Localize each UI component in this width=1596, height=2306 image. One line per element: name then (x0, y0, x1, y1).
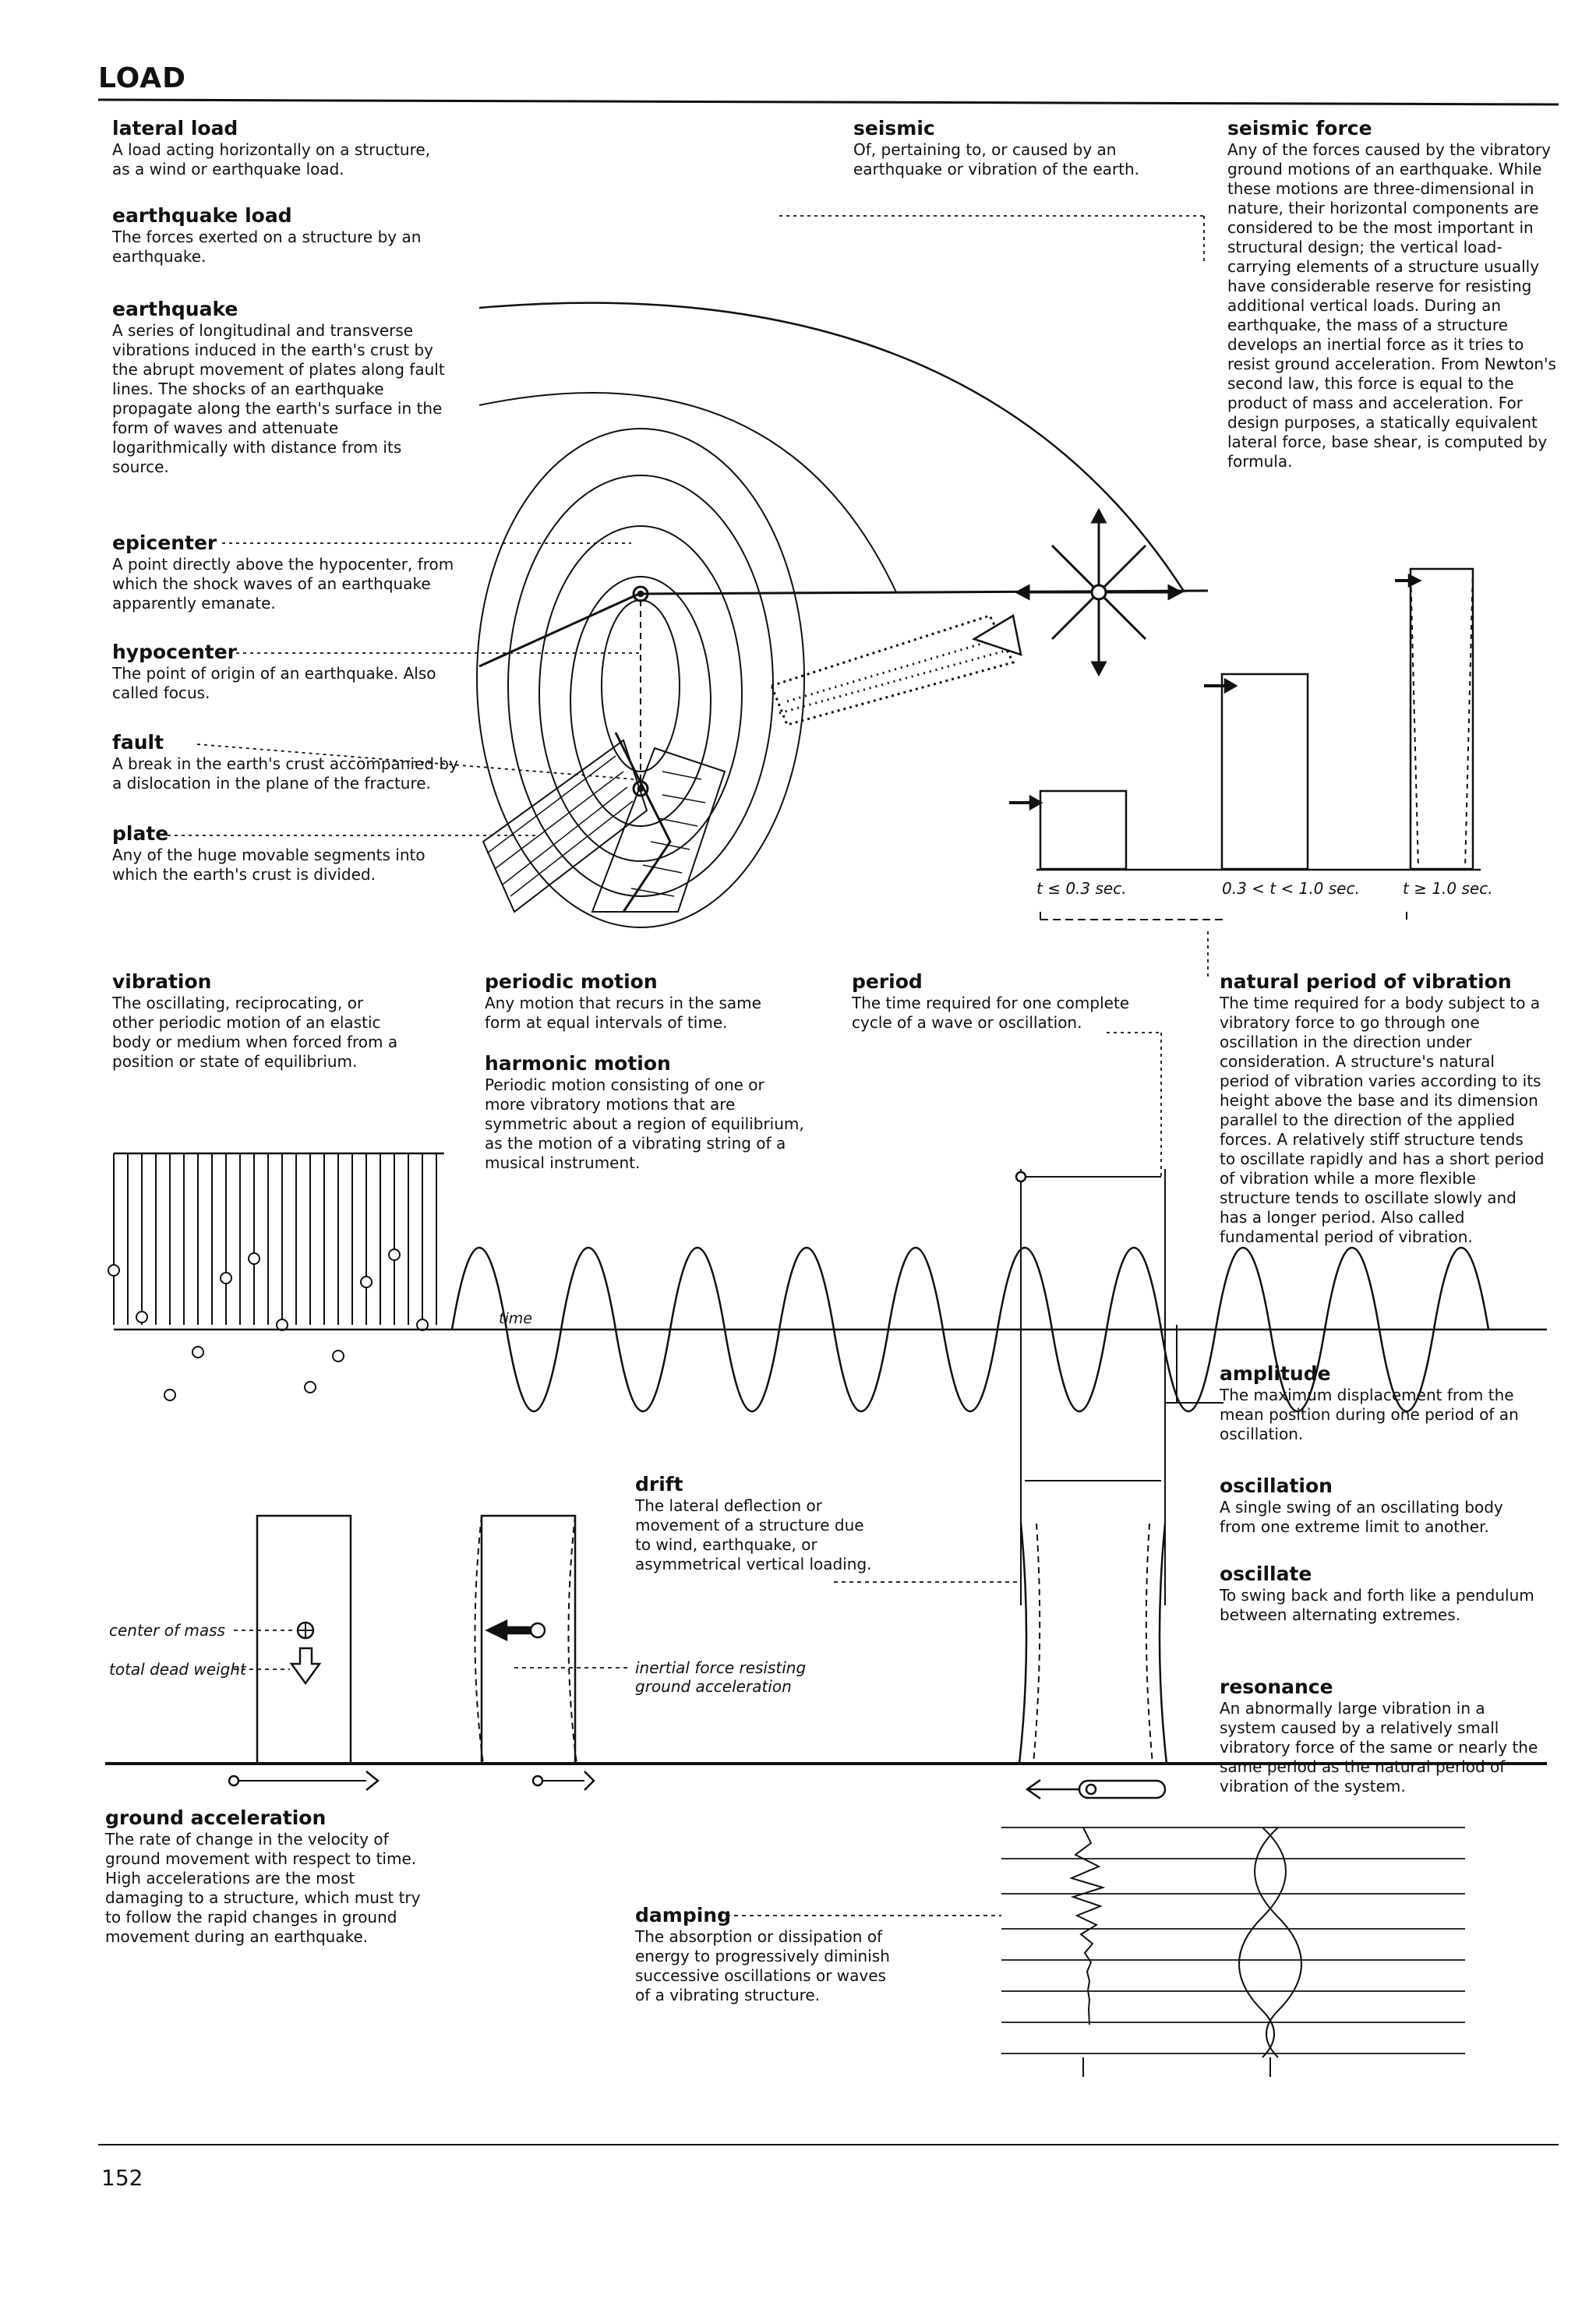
term-oscillate: oscillate (1220, 1563, 1562, 1586)
entry-lateral-load: lateral load A load acting horizontally … (112, 117, 486, 179)
def-oscillate: To swing back and forth like a pendulum … (1220, 1586, 1562, 1625)
entry-damping: damping The absorption or dissipation of… (635, 1904, 962, 2005)
entry-resonance: resonance An abnormally large vibration … (1220, 1676, 1562, 1796)
def-seismic-force: Any of the forces caused by the vibrator… (1227, 140, 1586, 471)
label-center-of-mass: center of mass (109, 1621, 225, 1640)
term-damping: damping (635, 1904, 962, 1927)
term-natural-period: natural period of vibration (1220, 970, 1586, 994)
def-hypocenter: The point of origin of an earthquake. Al… (112, 664, 486, 703)
entry-drift: drift The lateral deflection or movement… (635, 1473, 931, 1574)
label-period-mid: 0.3 < t < 1.0 sec. (1222, 879, 1360, 898)
term-hypocenter: hypocenter (112, 641, 486, 664)
def-earthquake: A series of longitudinal and transverse … (112, 321, 486, 477)
term-amplitude: amplitude (1220, 1362, 1562, 1386)
term-drift: drift (635, 1473, 931, 1496)
def-amplitude: The maximum displacement from the mean p… (1220, 1386, 1562, 1444)
entry-earthquake: earthquake A series of longitudinal and … (112, 298, 486, 477)
entry-hypocenter: hypocenter The point of origin of an ear… (112, 641, 486, 703)
term-epicenter: epicenter (112, 531, 486, 555)
def-natural-period: The time required for a body subject to … (1220, 994, 1586, 1247)
term-oscillation: oscillation (1220, 1474, 1562, 1498)
def-harmonic-motion: Periodic motion consisting of one or mor… (485, 1075, 843, 1173)
entry-periodic-motion: periodic motion Any motion that recurs i… (485, 970, 843, 1033)
def-epicenter: A point directly above the hypocenter, f… (112, 555, 486, 613)
label-period-long: t ≥ 1.0 sec. (1403, 879, 1493, 898)
entry-ground-acceleration: ground acceleration The rate of change i… (105, 1806, 464, 1947)
entry-earthquake-load: earthquake load The forces exerted on a … (112, 204, 486, 267)
def-drift: The lateral deflection or movement of a … (635, 1496, 931, 1574)
term-period: period (852, 970, 1163, 994)
term-fault: fault (112, 731, 486, 754)
entry-seismic-force: seismic force Any of the forces caused b… (1227, 117, 1586, 471)
label-time: time (499, 1309, 532, 1328)
term-earthquake-load: earthquake load (112, 204, 486, 228)
def-period: The time required for one complete cycle… (852, 994, 1163, 1033)
def-periodic-motion: Any motion that recurs in the same form … (485, 994, 843, 1033)
entry-natural-period: natural period of vibration The time req… (1220, 970, 1586, 1247)
def-damping: The absorption or dissipation of energy … (635, 1927, 962, 2005)
entry-vibration: vibration The oscillating, reciprocating… (112, 970, 455, 1072)
label-inertial-force: inertial force resisting ground accelera… (635, 1658, 806, 1696)
entry-plate: plate Any of the huge movable segments i… (112, 822, 486, 885)
def-plate: Any of the huge movable segments into wh… (112, 846, 486, 885)
building-medium (1204, 674, 1308, 869)
term-lateral-load: lateral load (112, 117, 486, 140)
header-rule (98, 100, 1559, 104)
vibration-strings (108, 1153, 444, 1400)
term-seismic-force: seismic force (1227, 117, 1586, 140)
entry-oscillate: oscillate To swing back and forth like a… (1220, 1563, 1562, 1625)
def-seismic: Of, pertaining to, or caused by an earth… (853, 140, 1181, 179)
entry-harmonic-motion: harmonic motion Periodic motion consisti… (485, 1052, 843, 1173)
term-plate: plate (112, 822, 486, 846)
entry-oscillation: oscillation A single swing of an oscilla… (1220, 1474, 1562, 1537)
building-short (1009, 791, 1126, 869)
label-period-short: t ≤ 0.3 sec. (1036, 879, 1127, 898)
term-vibration: vibration (112, 970, 455, 994)
entry-fault: fault A break in the earth's crust accom… (112, 731, 486, 793)
def-vibration: The oscillating, reciprocating, or other… (112, 994, 455, 1072)
entry-epicenter: epicenter A point directly above the hyp… (112, 531, 486, 613)
entry-seismic: seismic Of, pertaining to, or caused by … (853, 117, 1181, 179)
def-earthquake-load: The forces exerted on a structure by an … (112, 228, 486, 267)
seismic-force-rosette (1017, 510, 1181, 674)
entry-amplitude: amplitude The maximum displacement from … (1220, 1362, 1562, 1444)
def-oscillation: A single swing of an oscillating body fr… (1220, 1498, 1562, 1537)
term-earthquake: earthquake (112, 298, 486, 321)
term-ground-acceleration: ground acceleration (105, 1806, 464, 1830)
def-resonance: An abnormally large vibration in a syste… (1220, 1699, 1562, 1796)
def-lateral-load: A load acting horizontally on a structur… (112, 140, 486, 179)
term-periodic-motion: periodic motion (485, 970, 843, 994)
def-fault: A break in the earth's crust accompanied… (112, 754, 486, 793)
term-resonance: resonance (1220, 1676, 1562, 1699)
term-harmonic-motion: harmonic motion (485, 1052, 843, 1075)
label-total-dead-weight: total dead weight (109, 1660, 246, 1679)
page-title: LOAD (98, 62, 186, 94)
page-number: 152 (101, 2165, 143, 2191)
entry-period: period The time required for one complet… (852, 970, 1163, 1033)
def-ground-acceleration: The rate of change in the velocity of gr… (105, 1830, 464, 1947)
building-tall (1395, 569, 1473, 869)
term-seismic: seismic (853, 117, 1181, 140)
